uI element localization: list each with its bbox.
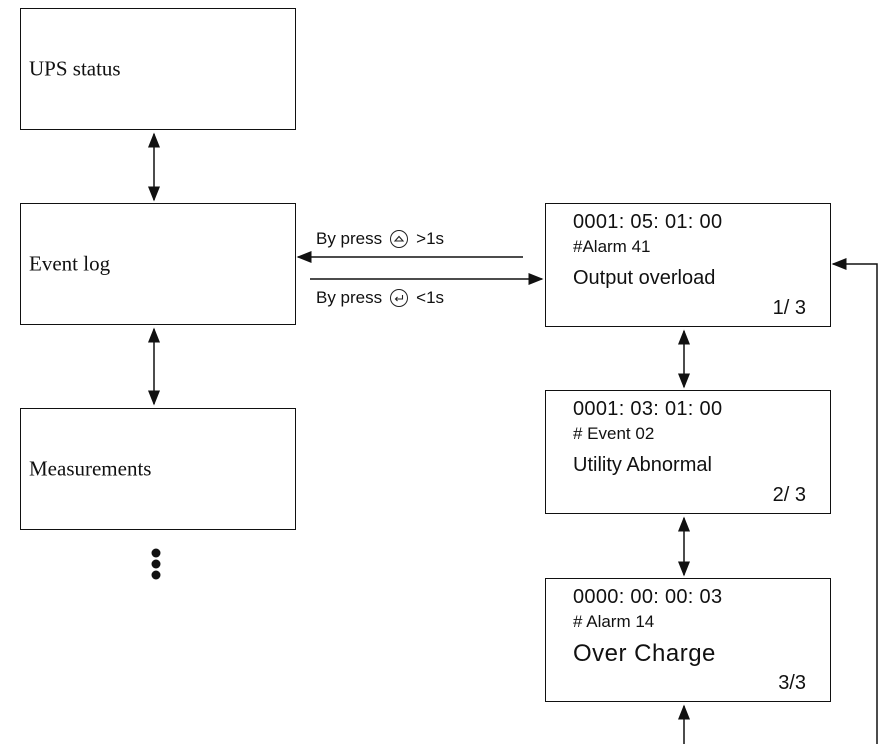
menu-box-ups-status: UPS status (20, 8, 296, 130)
event-code: # Alarm 14 (573, 612, 655, 631)
event-description: Utility Abnormal (573, 454, 712, 476)
event-time: 0001: 03: 01: 00 (573, 398, 723, 420)
menu-box-measurements: Measurements (20, 408, 296, 530)
event-page: 1/ 3 (772, 297, 806, 319)
event-time: 0001: 05: 01: 00 (573, 211, 723, 233)
up-key-icon (390, 230, 409, 248)
press-text: By press (316, 229, 383, 248)
enter-key-icon (390, 289, 409, 307)
menu-label: Event log (29, 251, 111, 276)
ellipsis-dot (151, 559, 161, 569)
ellipsis-dot (151, 548, 161, 558)
event-description: Output overload (573, 267, 716, 289)
arrow-wraparound (831, 258, 878, 744)
press-suffix: <1s (416, 288, 445, 307)
event-page: 3/3 (778, 672, 806, 694)
event-box-2: 0001: 03: 01: 00 # Event 02 Utility Abno… (545, 390, 831, 514)
press-up-label: By press >1s (316, 229, 444, 249)
menu-box-event-log: Event log (20, 203, 296, 325)
press-suffix: >1s (416, 229, 445, 248)
event-code: #Alarm 41 (573, 237, 651, 256)
event-description: Over Charge (573, 640, 716, 667)
menu-label: UPS status (29, 56, 121, 81)
event-box-1: 0001: 05: 01: 00 #Alarm 41 Output overlo… (545, 203, 831, 327)
event-time: 0000: 00: 00: 03 (573, 586, 723, 608)
menu-label: Measurements (29, 456, 152, 481)
ellipsis-dot (151, 570, 161, 580)
press-text: By press (316, 288, 383, 307)
event-code: # Event 02 (573, 424, 655, 443)
event-page: 2/ 3 (772, 484, 806, 506)
press-enter-label: By press <1s (316, 288, 444, 308)
event-box-3: 0000: 00: 00: 03 # Alarm 14 Over Charge … (545, 578, 831, 702)
